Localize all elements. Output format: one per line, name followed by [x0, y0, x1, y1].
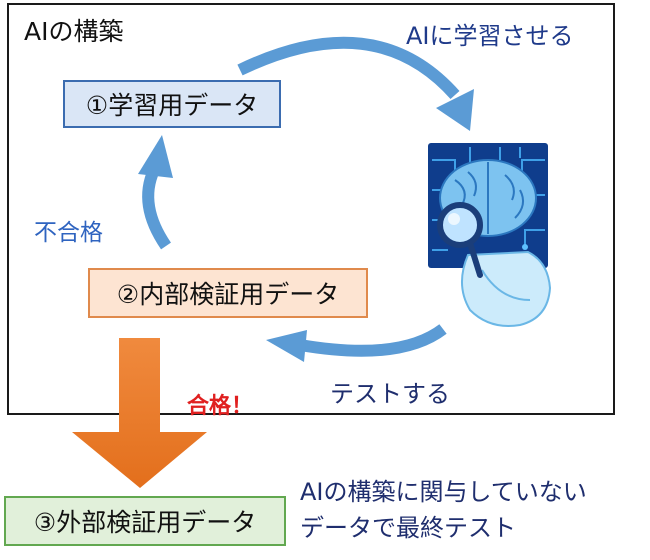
fail-label: 不合格: [34, 220, 103, 246]
test-arrowhead: [266, 330, 307, 362]
final-test-note: AIの構築に関与していない データで最終テスト: [300, 474, 587, 546]
external-validation-data-box: ③外部検証用データ: [4, 496, 286, 546]
training-data-box: ①学習用データ: [63, 80, 281, 128]
internal-validation-data-box: ②内部検証用データ: [88, 268, 368, 318]
train-arc-arrow: [237, 36, 460, 99]
frame-title: AIの構築: [24, 17, 124, 46]
pass-down-arrow: [72, 338, 207, 488]
fail-arc-arrow: [142, 167, 172, 250]
ai-build-frame: [7, 3, 615, 415]
train-arrowhead: [436, 89, 474, 131]
final-test-note-line1: AIの構築に関与していない: [300, 478, 587, 506]
fail-arrowhead: [138, 135, 173, 178]
train-label: AIに学習させる: [406, 22, 574, 50]
pass-label: 合格！: [187, 394, 254, 419]
final-test-note-line2: データで最終テスト: [300, 514, 516, 542]
test-arc-arrow: [298, 324, 447, 357]
test-label: テストする: [330, 380, 450, 408]
